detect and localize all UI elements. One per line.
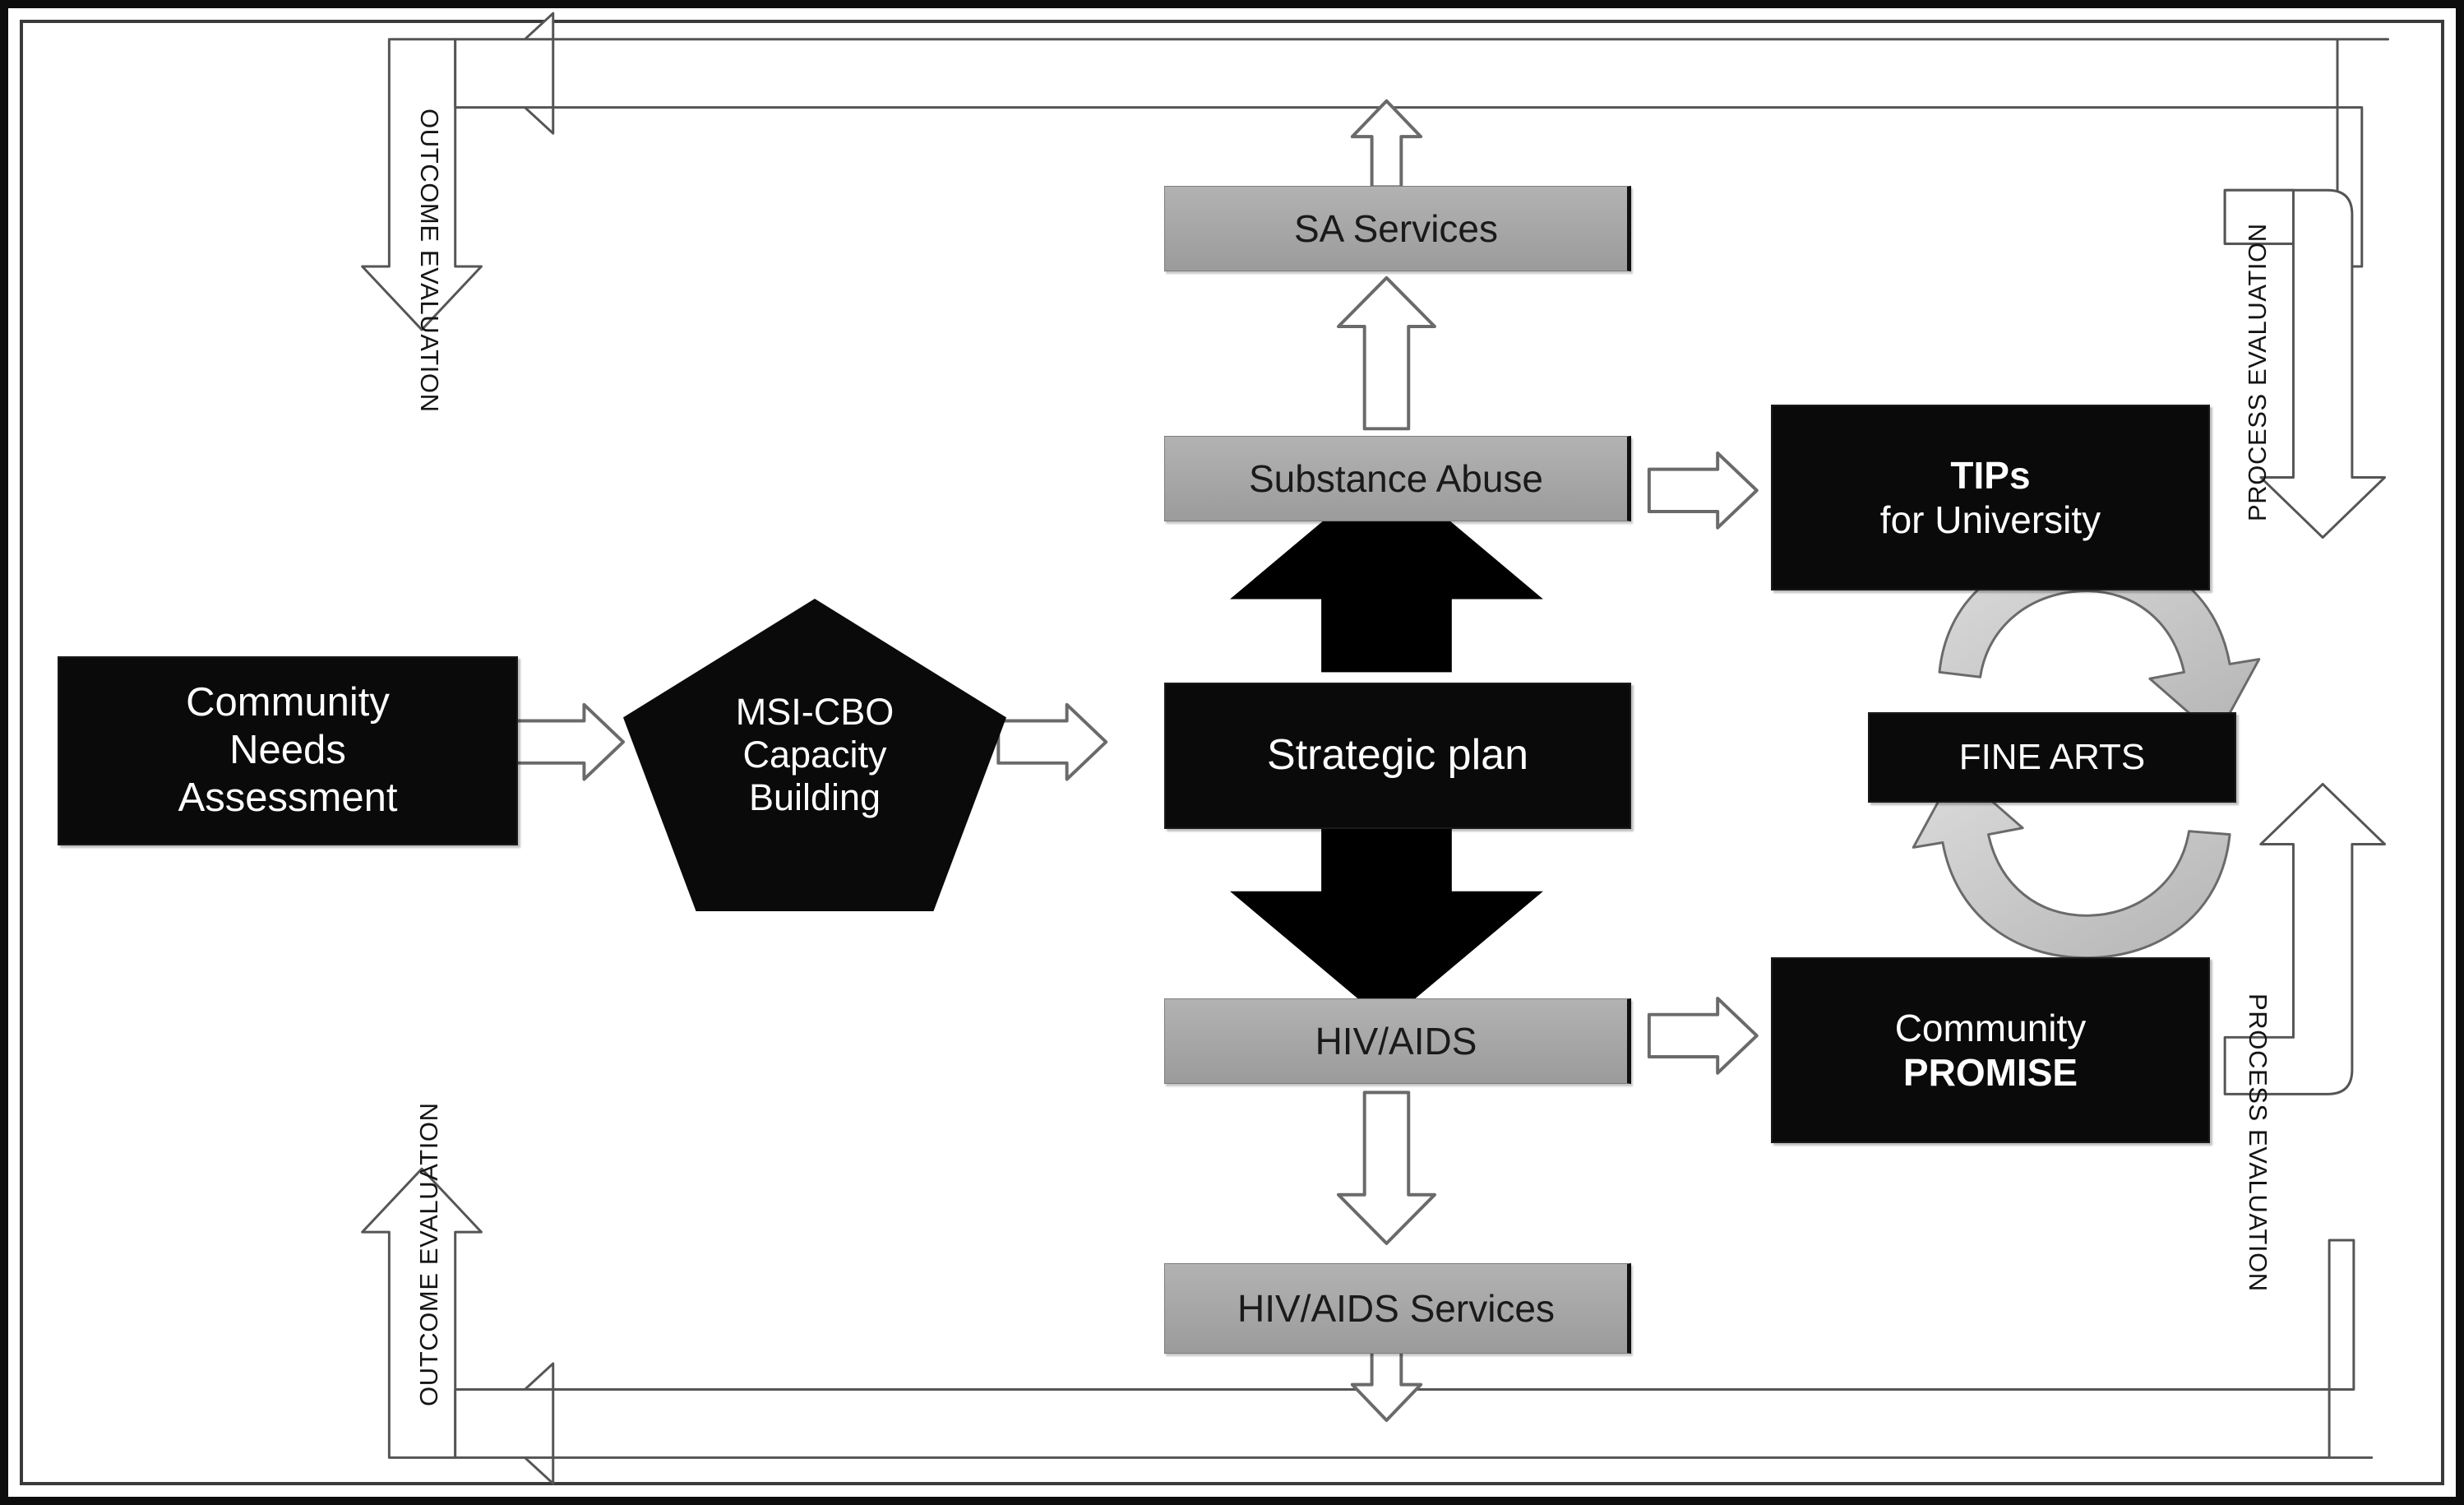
node-fine-arts[interactable]: FINE ARTS [1868, 712, 2236, 803]
community-promise-line-2: PROMISE [1902, 1051, 2078, 1094]
fine-arts-label: FINE ARTS [1958, 737, 2146, 778]
sa-services-label: SA Services [1294, 206, 1498, 250]
outcome-evaluation-bottom-elbow-link [454, 1388, 555, 1459]
node-community-promise[interactable]: Community PROMISE [1771, 957, 2210, 1143]
node-strategic-plan[interactable]: Strategic plan [1164, 683, 1631, 829]
community-needs-line-2: Needs [229, 728, 346, 773]
strategic-plan-label: Strategic plan [1267, 731, 1528, 780]
diagram-inner-border: OUTCOME EVALUATION OUTCOME EVALUATION PR… [20, 12, 2444, 1485]
arrow-sa-services-to-outcome-loop [1350, 99, 1423, 189]
arrow-needs-to-capacity [514, 702, 626, 781]
capacity-building-line-3: Building [748, 776, 881, 818]
node-community-needs-assessment[interactable]: Community Needs Assessment [58, 656, 518, 845]
community-promise-line-1: Community [1894, 1006, 2087, 1049]
arrow-substance-abuse-to-sa-services [1336, 276, 1436, 431]
label-outcome-evaluation-bottom: OUTCOME EVALUATION [414, 1102, 443, 1406]
solid-arrow-plan-to-hiv [1230, 817, 1543, 1023]
hiv-aids-label: HIV/AIDS [1315, 1019, 1477, 1063]
label-process-evaluation-bottom: PROCESS EVALUATION [2244, 993, 2272, 1292]
label-outcome-evaluation-top: OUTCOME EVALUATION [415, 109, 444, 413]
node-msi-cbo-capacity-building[interactable]: MSI-CBO Capacity Building [623, 599, 1006, 911]
tips-line-1: TIPs [1950, 453, 2031, 497]
outcome-evaluation-top-elbow-link [454, 38, 555, 109]
arrow-capacity-to-plan [996, 702, 1108, 781]
substance-abuse-label: Substance Abuse [1248, 456, 1544, 500]
tips-line-2: for University [1879, 498, 2101, 541]
node-hiv-aids-services[interactable]: HIV/AIDS Services [1164, 1263, 1631, 1354]
hiv-aids-services-label: HIV/AIDS Services [1237, 1286, 1555, 1330]
capacity-building-line-1: MSI-CBO [735, 691, 895, 733]
community-needs-line-1: Community [186, 680, 390, 725]
community-needs-line-3: Assessment [178, 775, 398, 820]
arrow-hiv-to-community-promise [1647, 996, 1759, 1075]
label-process-evaluation-top: PROCESS EVALUATION [2243, 223, 2272, 521]
arrow-substance-abuse-to-tips [1647, 451, 1759, 530]
node-hiv-aids[interactable]: HIV/AIDS [1164, 998, 1631, 1084]
capacity-building-line-2: Capacity [742, 734, 887, 776]
node-substance-abuse[interactable]: Substance Abuse [1164, 436, 1631, 521]
arrow-hiv-to-hiv-services [1336, 1091, 1436, 1245]
node-tips-for-university[interactable]: TIPs for University [1771, 405, 2210, 590]
node-sa-services[interactable]: SA Services [1164, 186, 1631, 271]
